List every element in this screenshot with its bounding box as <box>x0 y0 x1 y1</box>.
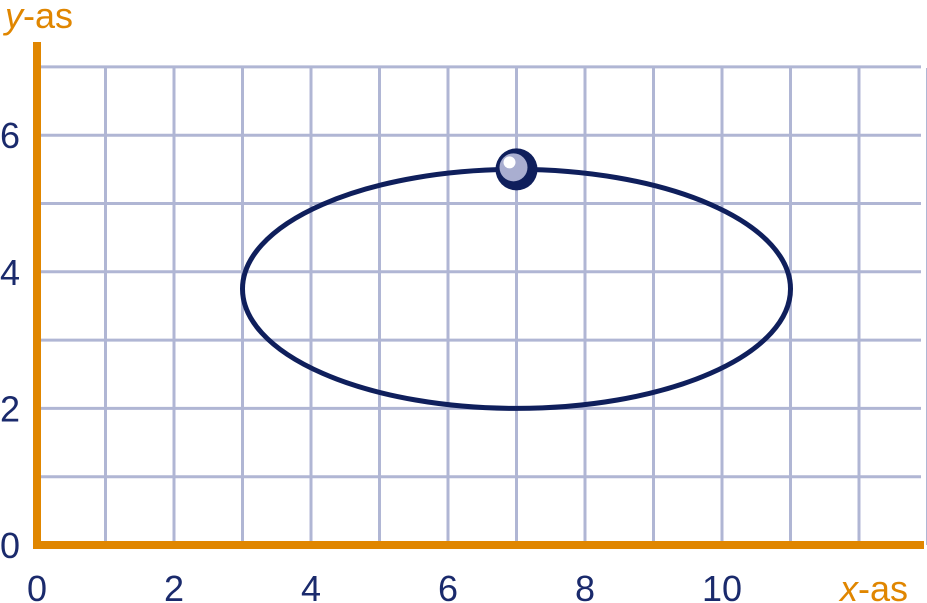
y-tick-label: 0 <box>0 525 20 566</box>
y-tick-label: 4 <box>0 252 20 293</box>
x-tick-label: 0 <box>27 568 47 603</box>
x-axis-label: x-as <box>838 568 908 603</box>
x-tick-label: 6 <box>438 568 458 603</box>
x-axis-label-var: x <box>838 568 860 603</box>
x-tick-label: 10 <box>702 568 742 603</box>
y-tick-label: 2 <box>0 388 20 429</box>
y-axis-label: y-as <box>2 0 73 36</box>
x-tick-label: 4 <box>301 568 321 603</box>
y-axis-label-suffix: -as <box>23 0 73 36</box>
axes <box>33 42 924 549</box>
grid <box>37 65 927 545</box>
marker-layer <box>495 148 538 191</box>
marker-ball-highlight <box>503 156 516 169</box>
marker-ball-shade <box>499 153 528 182</box>
x-tick-label: 8 <box>575 568 595 603</box>
x-tick-label: 2 <box>164 568 184 603</box>
y-tick-label: 6 <box>0 115 20 156</box>
y-axis-label-var: y <box>2 0 25 36</box>
tick-labels: 0 2 4 6 8 10 0 2 4 6 <box>0 115 742 603</box>
x-axis-label-suffix: -as <box>858 568 908 603</box>
